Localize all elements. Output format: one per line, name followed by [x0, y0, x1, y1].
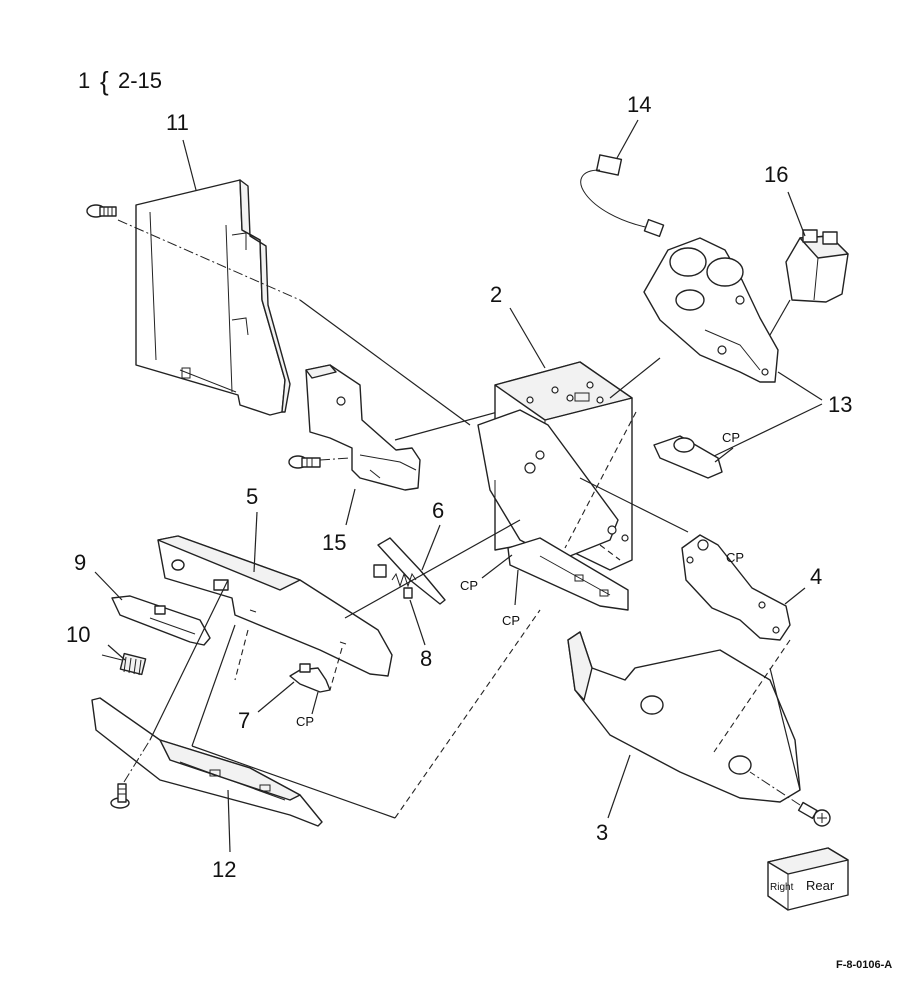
leader-10	[107, 644, 126, 661]
part-3-lower-cover	[567, 631, 801, 803]
assembly-range: 2-15	[118, 68, 162, 93]
leader-13b	[709, 403, 823, 459]
leader-16	[787, 191, 806, 237]
leader-8	[409, 599, 426, 646]
callout-14: 14	[627, 92, 651, 117]
orientation-cube: Right Rear	[767, 847, 849, 911]
callout-6: 6	[432, 498, 444, 523]
part-2-lower-rail	[507, 537, 629, 611]
screw-part-15	[288, 455, 321, 469]
screw-lower-left	[110, 783, 130, 809]
callout-7: 7	[238, 708, 250, 733]
cube-side-label: Right	[770, 882, 794, 893]
part-9-small-bracket	[111, 595, 211, 646]
cp-label-part-7: CP	[296, 714, 314, 729]
cp-label-plate: CP	[722, 430, 740, 445]
callout-3: 3	[596, 820, 608, 845]
part-8-spring	[391, 572, 417, 599]
part-13-motor-assembly	[643, 237, 779, 383]
leader-3	[607, 754, 631, 819]
callout-2: 2	[490, 282, 502, 307]
leader-15	[345, 488, 356, 526]
callout-16: 16	[764, 162, 788, 187]
callout-11: 11	[166, 110, 189, 135]
leader-2	[509, 307, 546, 369]
callout-4: 4	[810, 564, 822, 589]
leader-7	[257, 681, 295, 713]
figure-code: F-8-0106-A	[836, 959, 892, 971]
leader-12	[227, 789, 231, 853]
part-10-spring	[101, 652, 147, 676]
cube-front-label: Rear	[806, 878, 835, 893]
part-cp-plate	[653, 435, 723, 479]
part-4-bracket-plate	[681, 534, 791, 641]
callout-5: 5	[246, 484, 258, 509]
leader-14	[616, 119, 639, 159]
leader-13a	[777, 371, 823, 401]
part-12-lower-strip	[91, 697, 323, 827]
callout-15: 15	[322, 530, 346, 555]
part-16-clutch-block	[785, 229, 849, 303]
screw-top-left	[86, 204, 117, 218]
screw-lower-right	[797, 801, 831, 827]
callout-10: 10	[66, 622, 90, 647]
part-5-front-cover	[157, 535, 393, 677]
callout-9: 9	[74, 550, 86, 575]
part-11-side-cover	[135, 179, 291, 416]
cp-label-part-4: CP	[726, 550, 744, 565]
part-2-main-frame	[477, 361, 633, 571]
cp-label-center-2: CP	[502, 613, 520, 628]
leader-9	[94, 571, 123, 601]
leader-5	[253, 511, 258, 573]
part-14-sensor-cable	[580, 154, 665, 238]
callout-8: 8	[420, 646, 432, 671]
part-7-latch	[289, 663, 331, 693]
part-15-bracket	[305, 364, 421, 491]
leader-6	[421, 524, 441, 571]
assembly-header: 1 { 2-15	[78, 66, 162, 96]
callout-12: 12	[212, 857, 236, 882]
assembly-brace: {	[100, 66, 109, 96]
leader-11	[182, 139, 197, 191]
cp-label-center-1: CP	[460, 578, 478, 593]
callout-13: 13	[828, 392, 852, 417]
assembly-number: 1	[78, 68, 90, 93]
leader-4	[784, 587, 806, 605]
